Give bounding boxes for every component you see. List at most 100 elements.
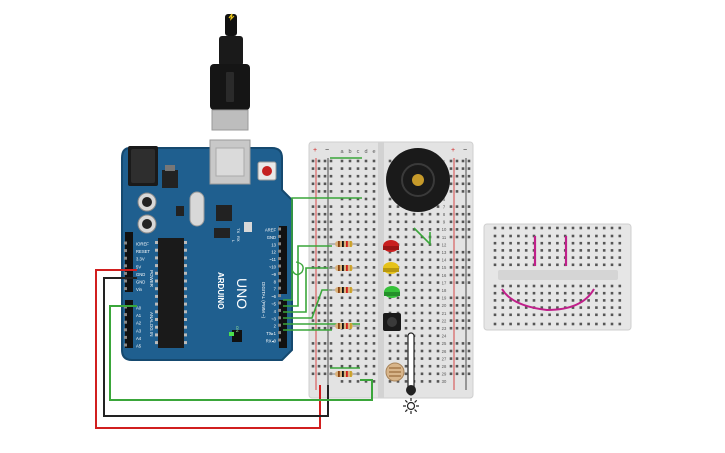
- breadboard-hole[interactable]: [356, 228, 360, 231]
- rail-hole[interactable]: [455, 266, 459, 269]
- breadboard-hole[interactable]: [372, 380, 376, 383]
- rail-hole[interactable]: [461, 296, 465, 300]
- breadboard-hole[interactable]: [356, 250, 360, 254]
- rail-hole[interactable]: [467, 182, 471, 186]
- breadboard-hole[interactable]: [340, 250, 344, 254]
- rail-hole[interactable]: [455, 212, 459, 216]
- breadboard-hole[interactable]: [509, 249, 512, 252]
- header-pin[interactable]: [278, 316, 281, 320]
- breadboard-hole[interactable]: [412, 311, 416, 315]
- rail-hole[interactable]: [311, 212, 315, 216]
- breadboard-hole[interactable]: [372, 212, 376, 216]
- rail-hole[interactable]: [455, 273, 459, 277]
- breadboard-hole[interactable]: [356, 364, 360, 368]
- rail-hole[interactable]: [467, 250, 471, 254]
- piezo-buzzer[interactable]: [386, 148, 450, 212]
- rail-hole[interactable]: [323, 182, 327, 186]
- breadboard-hole[interactable]: [595, 306, 598, 309]
- rail-hole[interactable]: [323, 258, 327, 262]
- breadboard-hole[interactable]: [595, 313, 598, 317]
- rail-hole[interactable]: [618, 322, 622, 326]
- breadboard-hole[interactable]: [579, 284, 583, 288]
- rail-hole[interactable]: [587, 322, 590, 326]
- rail-hole[interactable]: [311, 205, 315, 208]
- breadboard-hole[interactable]: [436, 266, 440, 269]
- breadboard-hole[interactable]: [372, 326, 376, 330]
- rail-hole[interactable]: [311, 326, 315, 330]
- breadboard-hole[interactable]: [364, 243, 368, 246]
- breadboard-hole[interactable]: [618, 256, 622, 259]
- breadboard-hole[interactable]: [348, 281, 352, 284]
- rail-hole[interactable]: [461, 174, 465, 178]
- rail-hole[interactable]: [455, 311, 459, 315]
- rail-hole[interactable]: [311, 228, 315, 231]
- breadboard-hole[interactable]: [563, 291, 567, 295]
- breadboard-hole[interactable]: [356, 334, 360, 338]
- breadboard-hole[interactable]: [420, 380, 424, 383]
- pushbutton[interactable]: [383, 313, 401, 331]
- breadboard-hole[interactable]: [388, 334, 392, 338]
- breadboard-hole[interactable]: [372, 258, 376, 262]
- breadboard-hole[interactable]: [493, 291, 497, 295]
- header-pin[interactable]: [278, 294, 281, 298]
- breadboard-hole[interactable]: [388, 235, 392, 239]
- rail-hole[interactable]: [329, 273, 333, 277]
- wire-black-gnd[interactable]: [103, 277, 329, 417]
- breadboard-hole[interactable]: [548, 263, 551, 267]
- rail-hole[interactable]: [317, 372, 321, 376]
- wire-green-d6[interactable]: [283, 245, 332, 307]
- breadboard-hole[interactable]: [348, 182, 352, 186]
- breadboard-hole[interactable]: [396, 212, 400, 216]
- rail-hole[interactable]: [317, 258, 321, 262]
- breadboard-hole[interactable]: [493, 313, 497, 317]
- rail-hole[interactable]: [323, 250, 327, 254]
- rail-hole[interactable]: [461, 281, 465, 284]
- breadboard-hole[interactable]: [610, 306, 614, 309]
- breadboard-hole[interactable]: [595, 291, 598, 295]
- led-red[interactable]: [383, 240, 399, 252]
- rail-hole[interactable]: [317, 342, 321, 345]
- breadboard-hole[interactable]: [372, 296, 376, 300]
- breadboard-hole[interactable]: [372, 372, 376, 376]
- rail-hole[interactable]: [467, 326, 471, 330]
- rail-hole[interactable]: [455, 258, 459, 262]
- rail-hole[interactable]: [467, 296, 471, 300]
- breadboard-hole[interactable]: [587, 313, 590, 317]
- rail-hole[interactable]: [311, 190, 315, 193]
- rail-hole[interactable]: [548, 226, 551, 230]
- rail-hole[interactable]: [467, 167, 471, 170]
- breadboard-hole[interactable]: [396, 250, 400, 254]
- breadboard-hole[interactable]: [428, 258, 432, 262]
- breadboard-hole[interactable]: [348, 311, 352, 315]
- breadboard-hole[interactable]: [428, 220, 432, 224]
- header-pin[interactable]: [278, 242, 281, 246]
- rail-hole[interactable]: [509, 226, 512, 230]
- breadboard-hole[interactable]: [493, 249, 497, 252]
- rail-hole[interactable]: [461, 167, 465, 170]
- breadboard-hole[interactable]: [420, 228, 424, 231]
- breadboard-hole[interactable]: [356, 357, 360, 360]
- breadboard-hole[interactable]: [340, 380, 344, 383]
- breadboard-hole[interactable]: [501, 241, 505, 245]
- breadboard-hole[interactable]: [579, 256, 583, 259]
- rail-hole[interactable]: [461, 364, 465, 368]
- breadboard-hole[interactable]: [388, 205, 392, 208]
- breadboard-hole[interactable]: [340, 296, 344, 300]
- breadboard-hole[interactable]: [364, 296, 368, 300]
- breadboard-hole[interactable]: [556, 241, 559, 245]
- breadboard-hole[interactable]: [595, 234, 598, 238]
- led-yellow[interactable]: [383, 262, 399, 274]
- breadboard-hole[interactable]: [388, 304, 392, 307]
- breadboard-hole[interactable]: [364, 167, 368, 170]
- breadboard-hole[interactable]: [563, 299, 567, 302]
- breadboard-hole[interactable]: [340, 167, 344, 170]
- breadboard-hole[interactable]: [428, 319, 432, 322]
- header-pin[interactable]: [124, 335, 127, 339]
- breadboard-hole[interactable]: [540, 241, 544, 245]
- breadboard-hole[interactable]: [340, 235, 344, 239]
- rail-hole[interactable]: [467, 235, 471, 239]
- breadboard-hole[interactable]: [556, 313, 559, 317]
- wire-green-d4[interactable]: [283, 289, 332, 319]
- rail-hole[interactable]: [449, 319, 453, 322]
- rail-hole[interactable]: [329, 167, 333, 170]
